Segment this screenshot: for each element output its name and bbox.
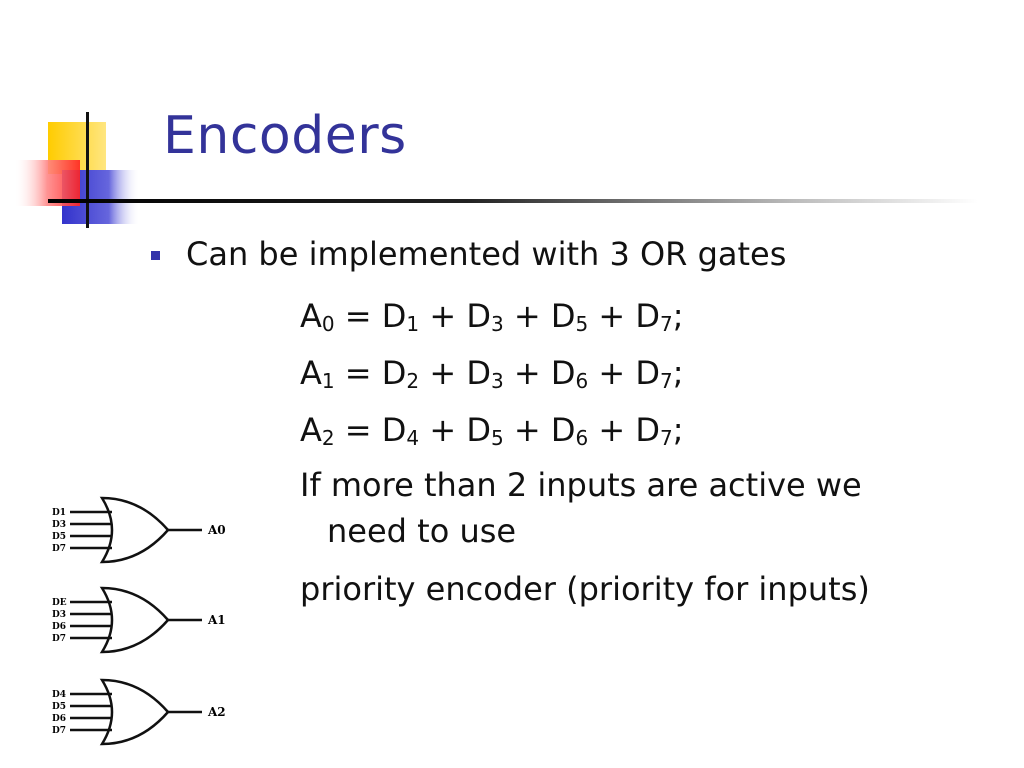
or-gate-body xyxy=(99,678,170,746)
equation-subscript: 7 xyxy=(660,312,673,336)
equation-subscript: 5 xyxy=(490,426,504,450)
equation-term: A xyxy=(300,297,322,335)
equation-a1: A1 = D2 + D3 + D6 + D7; xyxy=(300,354,684,396)
equation-term: + D xyxy=(588,354,661,392)
equation-term: ; xyxy=(672,354,684,392)
bullet-text: Can be implemented with 3 OR gates xyxy=(186,235,787,273)
equation-term: A xyxy=(300,354,322,392)
note-line-1: If more than 2 inputs are active we xyxy=(300,466,862,504)
input-label: D5 xyxy=(52,702,66,712)
equation-subscript: 3 xyxy=(490,312,504,336)
note-line-3: priority encoder (priority for inputs) xyxy=(300,570,870,608)
equation-term: + D xyxy=(503,411,576,449)
equation-subscript: 0 xyxy=(321,312,335,336)
vertical-rule xyxy=(86,112,89,228)
slide-title: Encoders xyxy=(163,106,407,166)
output-label: A1 xyxy=(207,613,226,627)
equation-term: ; xyxy=(672,411,684,449)
equation-subscript: 7 xyxy=(660,369,673,393)
equation-term: + D xyxy=(588,297,661,335)
or-gate-body xyxy=(99,496,170,564)
equation-term: A xyxy=(300,411,322,449)
equation-subscript: 1 xyxy=(321,369,335,393)
equation-a0: A0 = D1 + D3 + D5 + D7; xyxy=(300,297,684,339)
title-underline xyxy=(48,199,978,203)
input-label: D6 xyxy=(52,714,66,724)
equation-term: + D xyxy=(503,354,576,392)
equation-subscript: 3 xyxy=(490,369,504,393)
equation-term: = D xyxy=(334,297,407,335)
equation-subscript: 1 xyxy=(406,312,420,336)
output-label: A2 xyxy=(207,705,226,719)
equation-subscript: 5 xyxy=(575,312,589,336)
input-label: D1 xyxy=(52,508,66,518)
equation-subscript: 7 xyxy=(660,426,673,450)
red-square xyxy=(14,160,80,206)
equation-term: = D xyxy=(334,411,407,449)
input-label: D5 xyxy=(52,532,66,542)
equation-term: ; xyxy=(672,297,684,335)
bullet-marker xyxy=(151,251,160,260)
input-label: D7 xyxy=(52,634,66,644)
or-gate-body xyxy=(99,586,170,654)
equation-subscript: 4 xyxy=(406,426,420,450)
equation-term: + D xyxy=(503,297,576,335)
input-label: DE xyxy=(52,598,67,608)
equation-subscript: 6 xyxy=(575,369,589,393)
input-label: D7 xyxy=(52,726,66,736)
input-label: D3 xyxy=(52,520,66,530)
input-label: D6 xyxy=(52,622,66,632)
equation-term: + D xyxy=(419,411,491,449)
input-label: D4 xyxy=(52,690,66,700)
equation-subscript: 6 xyxy=(575,426,589,450)
equation-term: = D xyxy=(334,354,407,392)
equation-subscript: 2 xyxy=(321,426,335,450)
equation-subscript: 2 xyxy=(406,369,420,393)
input-label: D3 xyxy=(52,610,66,620)
equation-term: + D xyxy=(419,354,491,392)
output-label: A0 xyxy=(207,523,226,537)
equation-term: + D xyxy=(419,297,491,335)
input-label: D7 xyxy=(52,544,66,554)
note-line-2: need to use xyxy=(327,512,517,550)
equation-term: + D xyxy=(588,411,661,449)
equation-a2: A2 = D4 + D5 + D6 + D7; xyxy=(300,411,684,453)
decorative-corner-graphic xyxy=(14,112,140,228)
